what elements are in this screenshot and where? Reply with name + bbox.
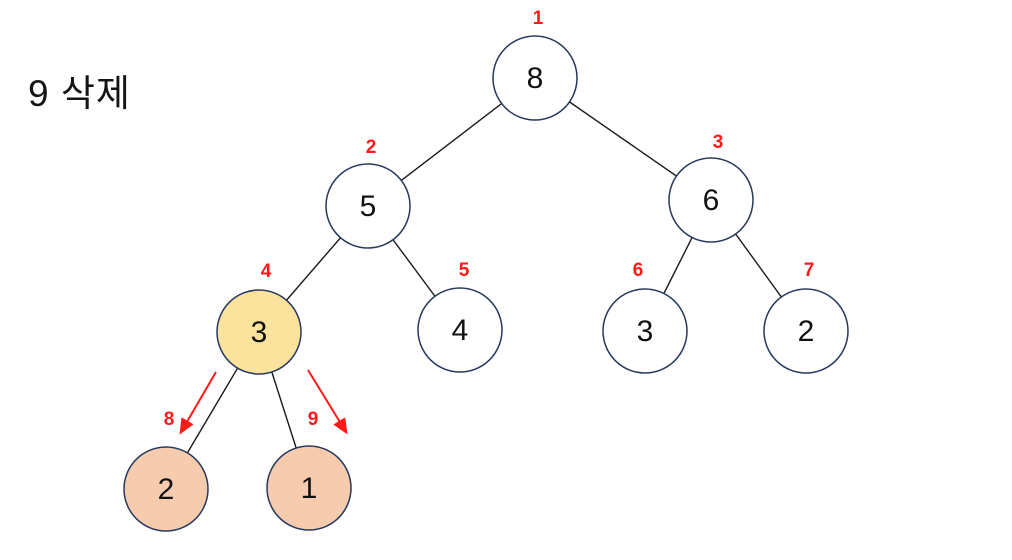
node-value: 2 bbox=[798, 315, 815, 348]
node-value: 5 bbox=[360, 190, 377, 223]
tree-nodes-layer: 8 5 6 3 4 3 2 2 1 bbox=[123, 35, 849, 532]
order-label: 3 bbox=[713, 132, 724, 153]
tree-node bbox=[266, 445, 352, 531]
tree-node bbox=[216, 289, 302, 375]
order-label: 6 bbox=[633, 260, 644, 281]
order-label: 4 bbox=[261, 261, 272, 282]
order-label: 2 bbox=[366, 137, 377, 158]
node-value: 8 bbox=[527, 62, 544, 95]
node-value: 3 bbox=[251, 316, 268, 349]
tree-node bbox=[123, 446, 209, 532]
node-value: 3 bbox=[637, 315, 654, 348]
move-arrow bbox=[307, 369, 348, 435]
node-value: 2 bbox=[158, 473, 175, 506]
order-label: 8 bbox=[164, 409, 175, 430]
node-value: 6 bbox=[703, 184, 720, 217]
tree-node bbox=[763, 288, 849, 374]
tree-node bbox=[325, 163, 411, 249]
order-label: 5 bbox=[459, 260, 470, 281]
order-label: 1 bbox=[533, 8, 544, 29]
tree-node bbox=[492, 35, 578, 121]
tree-node bbox=[417, 287, 503, 373]
tree-edges-layer bbox=[165, 77, 807, 490]
tree-node bbox=[668, 157, 754, 243]
order-labels-layer: 1 2 3 4 5 6 7 8 9 bbox=[164, 8, 815, 430]
order-label: 9 bbox=[308, 409, 319, 430]
tree-node bbox=[602, 288, 688, 374]
order-label: 7 bbox=[804, 260, 815, 281]
node-value: 4 bbox=[452, 314, 469, 347]
move-arrows-layer bbox=[179, 369, 348, 435]
slide-title: 9 삭제 bbox=[28, 73, 131, 114]
node-value: 1 bbox=[301, 472, 318, 505]
move-arrow bbox=[179, 371, 217, 435]
